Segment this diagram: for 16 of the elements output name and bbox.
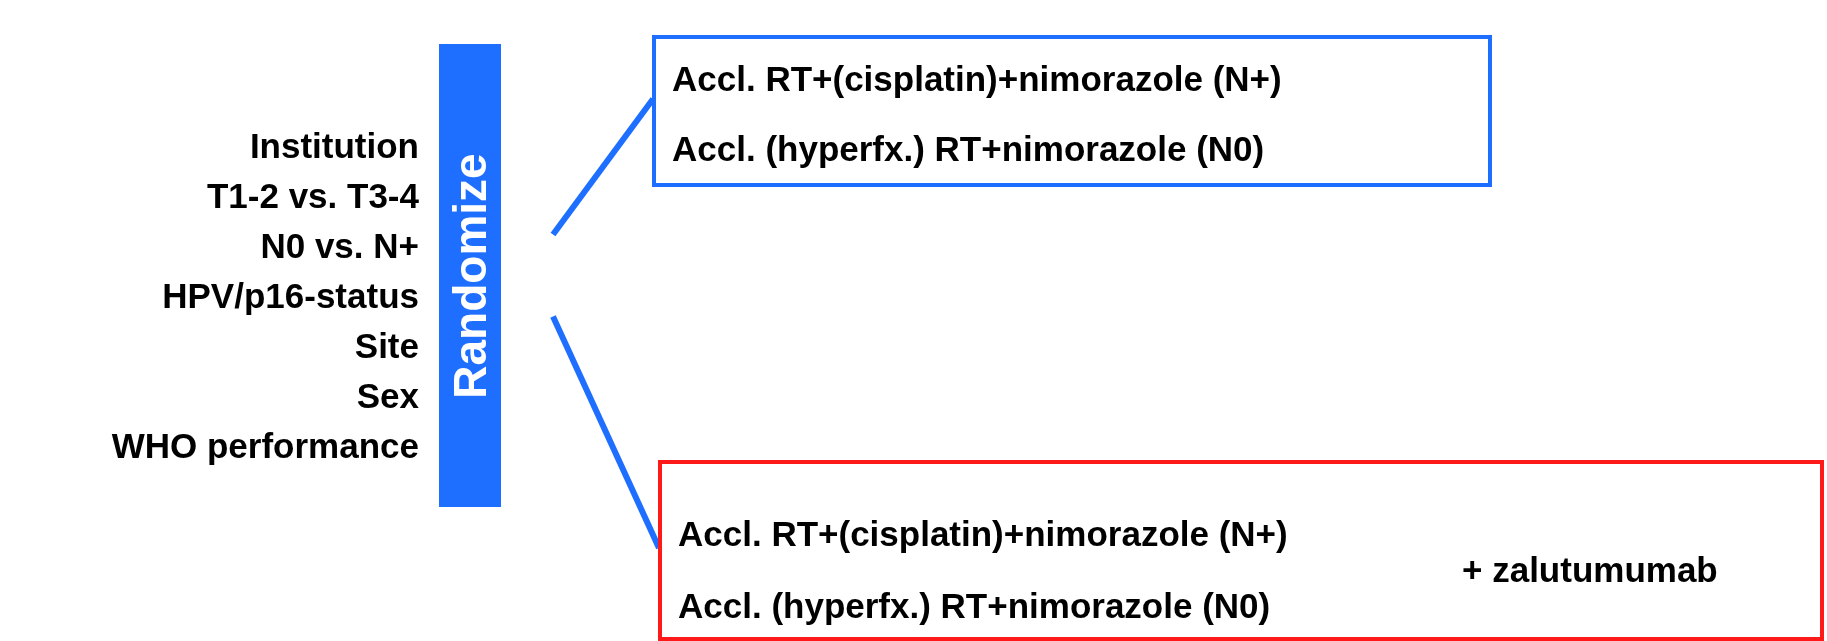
treatment-label: Accl. (hyperfx.) RT+nimorazole (N0)	[678, 588, 1271, 623]
add-on-label: + zalutumumab	[1462, 552, 1718, 587]
randomize-bar	[439, 44, 501, 507]
arm-box	[652, 35, 1492, 187]
stratification-factor: Site	[354, 328, 419, 363]
randomize-label: Randomize	[447, 152, 493, 399]
stratification-factor: Sex	[356, 378, 419, 413]
stratification-factor: Institution	[249, 128, 419, 163]
stratification-factor: HPV/p16-status	[162, 278, 419, 313]
stratification-factor: T1-2 vs. T3-4	[206, 178, 419, 213]
treatment-label: Accl. (hyperfx.) RT+nimorazole (N0)	[672, 131, 1265, 166]
treatment-label: Accl. RT+(cisplatin)+nimorazole (N+)	[672, 61, 1282, 96]
stratification-factor: WHO performance	[111, 428, 419, 463]
stratification-factor: N0 vs. N+	[260, 228, 419, 263]
treatment-label: Accl. RT+(cisplatin)+nimorazole (N+)	[678, 516, 1288, 551]
arm-box	[658, 460, 1824, 641]
